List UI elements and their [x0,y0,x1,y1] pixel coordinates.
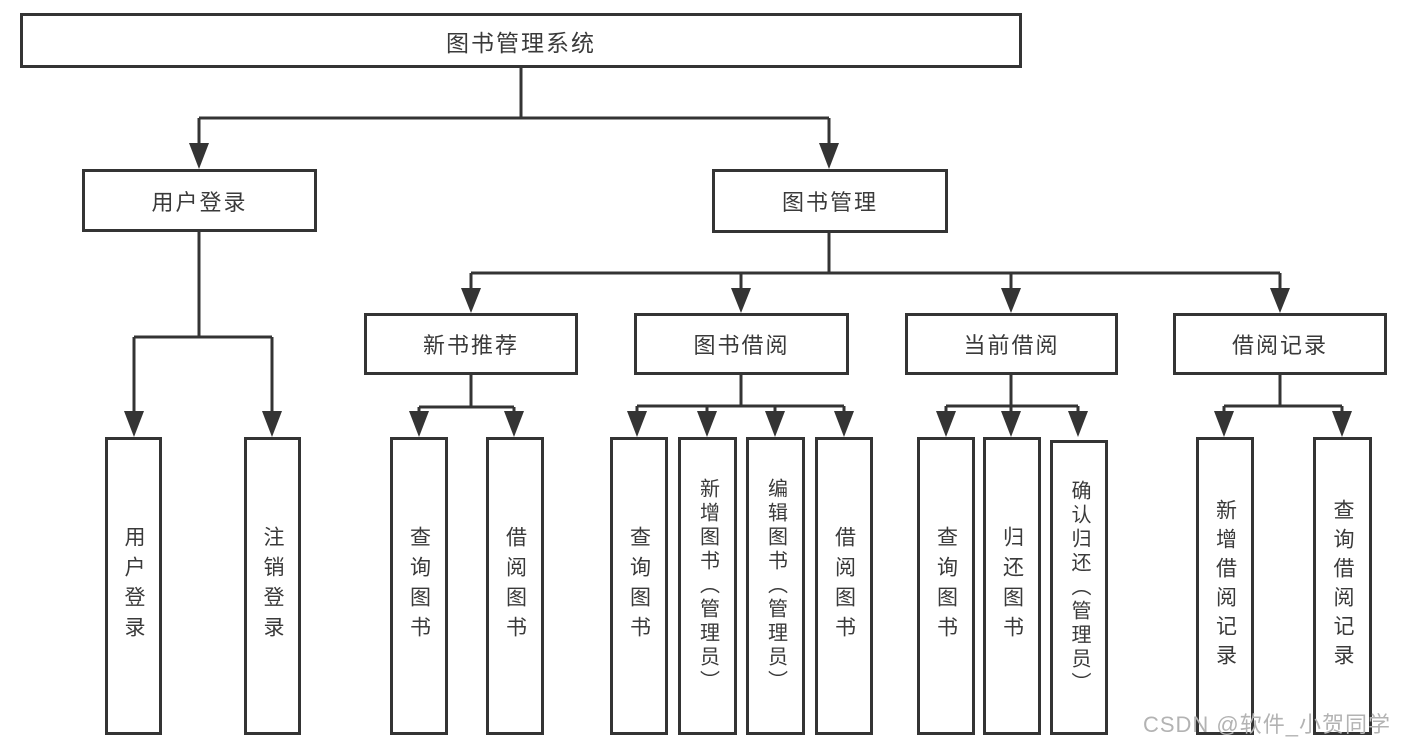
node-leaf-edit-books-admin: 编辑图书（管理员） [746,437,805,735]
arrowheads [124,143,1352,437]
node-leaf-confirm-return-admin: 确认归还（管理员） [1050,440,1108,735]
node-leaf-logout: 注销登录 [244,437,301,735]
node-leaf-query-books-2: 查询图书 [610,437,668,735]
node-leaf-user-login: 用户登录 [105,437,162,735]
node-leaf-query-books-3: 查询图书 [917,437,975,735]
node-leaf-borrow-books-2: 借阅图书 [815,437,873,735]
node-leaf-add-borrow-record: 新增借阅记录 [1196,437,1254,735]
node-new-book-recommend: 新书推荐 [364,313,578,375]
node-leaf-add-books-admin: 新增图书（管理员） [678,437,737,735]
node-leaf-return-books: 归还图书 [983,437,1041,735]
node-borrow-records: 借阅记录 [1173,313,1387,375]
node-leaf-query-borrow-record: 查询借阅记录 [1313,437,1372,735]
node-current-borrow: 当前借阅 [905,313,1118,375]
node-leaf-query-books-1: 查询图书 [390,437,448,735]
node-leaf-borrow-books-1: 借阅图书 [486,437,544,735]
node-book-management: 图书管理 [712,169,948,233]
node-root-system: 图书管理系统 [20,13,1022,68]
node-book-borrow: 图书借阅 [634,313,849,375]
node-user-login: 用户登录 [82,169,317,232]
watermark-text: CSDN @软件_小贺同学 [1142,712,1391,737]
